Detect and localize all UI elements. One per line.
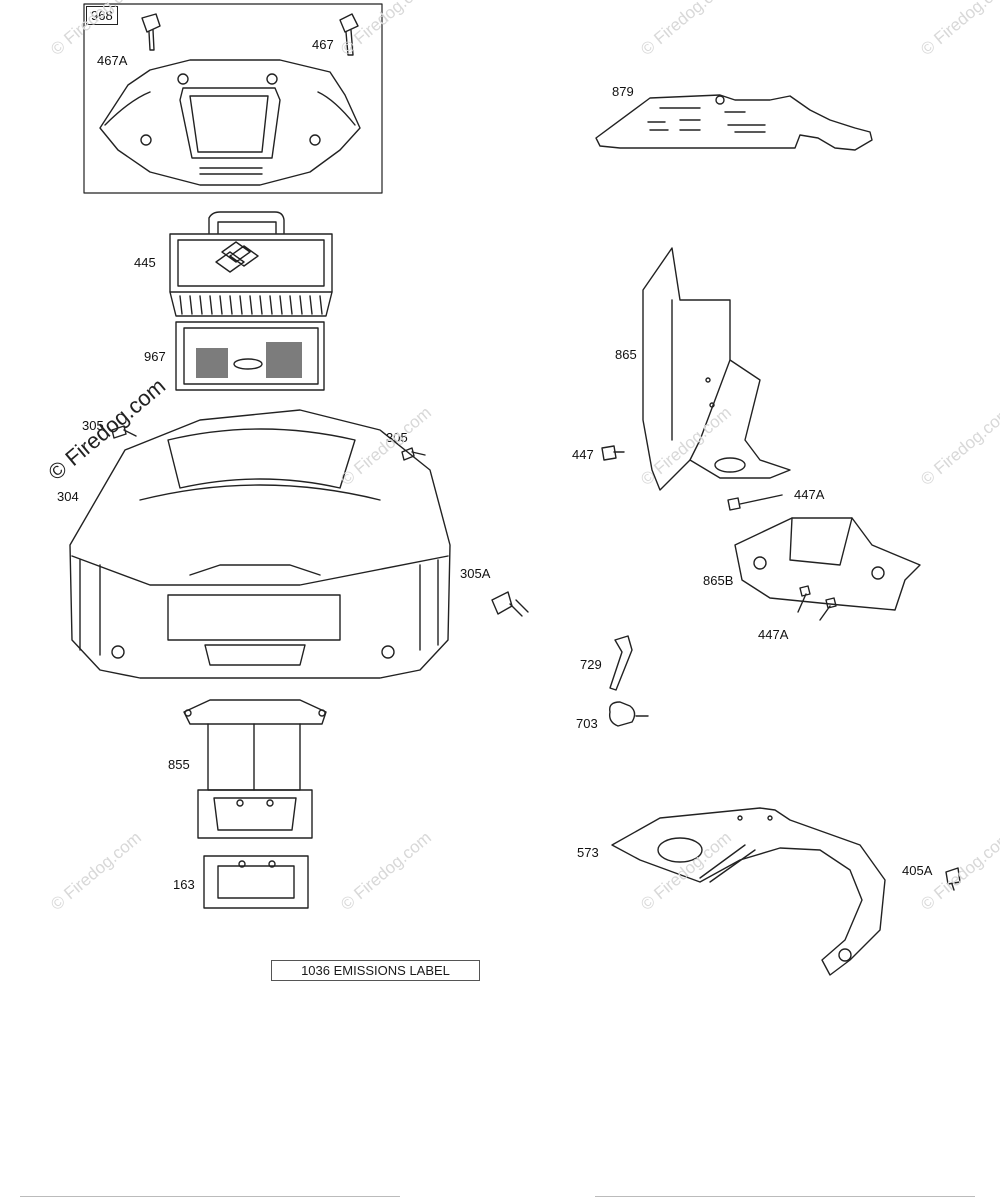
air-cleaner-cover-drawing — [99, 59, 361, 186]
callout-304: 304 — [57, 489, 79, 504]
callout-305-left: 305 — [82, 418, 104, 433]
kit-968-frame — [83, 3, 383, 194]
screw-305-right-drawing — [401, 447, 426, 461]
screw-447-drawing — [601, 445, 625, 461]
callout-467a: 467A — [97, 53, 128, 68]
callout-445: 445 — [134, 255, 156, 270]
callout-703: 703 — [576, 716, 598, 731]
bottom-divider-left — [20, 1196, 400, 1197]
callout-865b: 865B — [703, 573, 734, 588]
shield-865-drawing — [642, 247, 791, 491]
pre-cleaner-967-drawing — [175, 321, 325, 391]
callout-467: 467 — [312, 37, 334, 52]
screw-405a-drawing — [945, 867, 961, 891]
callout-447: 447 — [572, 447, 594, 462]
callout-968: 968 — [86, 6, 118, 25]
shield-865b-drawing — [734, 517, 921, 611]
air-filter-445-drawing — [169, 211, 333, 317]
callout-865: 865 — [615, 347, 637, 362]
gasket-163-drawing — [203, 855, 309, 909]
screw-447a-top-drawing — [727, 494, 783, 511]
callout-447a-bottom: 447A — [758, 627, 789, 642]
callout-405a: 405A — [902, 863, 933, 878]
baffle-573-drawing — [611, 807, 886, 976]
callout-879: 879 — [612, 84, 634, 99]
callout-447a-top: 447A — [794, 487, 825, 502]
clamp-703-drawing — [608, 701, 649, 727]
bracket-879-drawing — [595, 94, 873, 151]
bottom-divider-right — [595, 1196, 975, 1197]
callout-305a: 305A — [460, 566, 491, 581]
callout-573: 573 — [577, 845, 599, 860]
callout-305-right: 305 — [386, 430, 408, 445]
screw-305-left-drawing — [111, 425, 137, 439]
callout-729: 729 — [580, 657, 602, 672]
duct-855-drawing — [183, 699, 327, 839]
blower-housing-304-drawing — [69, 409, 451, 679]
emissions-label-note: 1036 EMISSIONS LABEL — [271, 960, 480, 981]
knob-467a-drawing — [141, 13, 161, 51]
callout-855: 855 — [168, 757, 190, 772]
clip-729-drawing — [609, 635, 633, 691]
knob-467-drawing — [339, 13, 359, 56]
screw-447a-bottom-drawing — [797, 585, 837, 621]
callout-163: 163 — [173, 877, 195, 892]
part-305a-drawing — [491, 591, 529, 617]
callout-967: 967 — [144, 349, 166, 364]
